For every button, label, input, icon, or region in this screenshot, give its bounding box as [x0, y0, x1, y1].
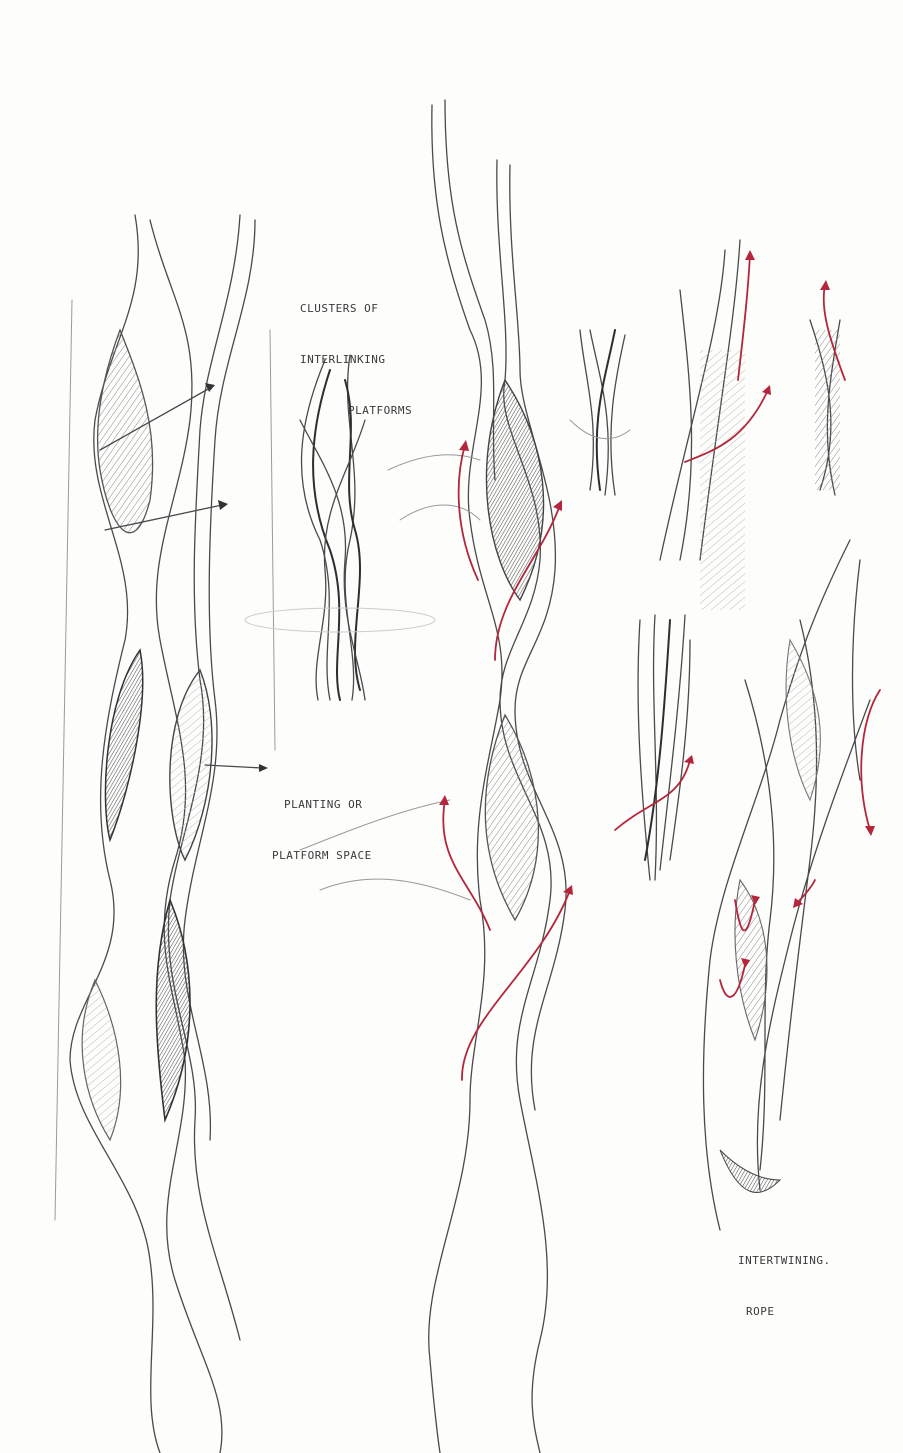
rope-annotation: INTERTWINING. ROPE: [738, 1218, 831, 1337]
clusters-annotation: CLUSTERS OF INTERLINKING PLATFORMS: [300, 266, 412, 436]
rope-sketch: [703, 540, 880, 1230]
strand-studies: [570, 240, 845, 610]
clusters-line-3: PLATFORMS: [300, 402, 412, 419]
strand-bundle: [615, 615, 694, 880]
planting-line-1: PLANTING OR: [272, 796, 372, 813]
left-tower-sketch: [55, 215, 275, 1453]
clusters-line-1: CLUSTERS OF: [300, 300, 412, 317]
clusters-line-2: INTERLINKING: [300, 351, 412, 368]
planting-line-2: PLATFORM SPACE: [272, 847, 372, 864]
rope-line-1: INTERTWINING.: [738, 1252, 831, 1269]
planting-annotation: PLANTING OR PLATFORM SPACE: [272, 762, 372, 881]
rope-line-2: ROPE: [738, 1303, 831, 1320]
